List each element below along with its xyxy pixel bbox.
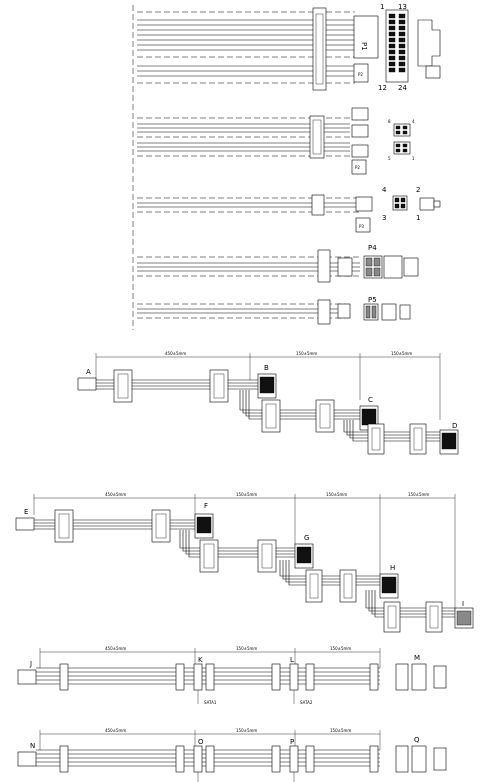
cpu-pinout-diagram: 8 4 5 1	[388, 119, 415, 161]
connector-k	[193, 663, 203, 691]
aux-cable-bundle: P3 4 2 3 1	[137, 186, 441, 233]
dim-e-3: 150±5mm	[326, 492, 347, 497]
dim-j-2: 150±5mm	[236, 646, 257, 651]
dim-n-3: 150±5mm	[330, 728, 351, 733]
label-h: H	[390, 564, 395, 572]
cpu-pin-1: 1	[412, 156, 415, 161]
label-o: O	[198, 738, 204, 746]
pin-label-1: 1	[380, 3, 384, 11]
main-24pin-plug	[353, 15, 379, 59]
label-f: F	[204, 502, 208, 510]
connector-o	[193, 745, 203, 773]
label-l: L	[290, 656, 294, 664]
label-m: M	[414, 654, 420, 662]
dim-e-2: 150±5mm	[236, 492, 257, 497]
connector-e	[15, 517, 35, 531]
dim-e-1: 450±5mm	[105, 492, 126, 497]
label-a: A	[86, 368, 91, 376]
harness-e: 450±5mm 150±5mm 150±5mm 150±5mm E F G	[15, 492, 474, 633]
sata-plug-front-n	[395, 745, 409, 773]
harness-a: 450±5mm 150±5mm 150±5mm A B C	[77, 351, 459, 455]
aux-pin-3: 3	[382, 214, 386, 222]
main-plug-label: P1	[360, 42, 368, 51]
dim-e-4: 150±5mm	[408, 492, 429, 497]
dim-a-3: 150±5mm	[391, 351, 412, 356]
cpu-pin-5: 5	[388, 156, 391, 161]
dim-n-2: 150±5mm	[236, 728, 257, 733]
connector-l	[289, 663, 299, 691]
pin-label-13: 13	[398, 3, 407, 11]
side-view-outline	[417, 19, 441, 67]
cpu-plug-label: P2	[355, 165, 360, 170]
label-b: B	[264, 364, 269, 372]
label-p: P	[290, 738, 294, 746]
sub-plug-label: P2	[358, 72, 363, 77]
note-sata1: SATA1	[204, 700, 217, 705]
connector-n	[17, 751, 37, 767]
cpu-pin-8: 8	[388, 119, 391, 124]
label-j: J	[29, 660, 32, 668]
connector-m	[411, 663, 427, 691]
note-sata2: SATA2	[300, 700, 313, 705]
label-e: E	[24, 508, 28, 516]
p4-cable-bundle: P4	[137, 244, 419, 283]
dim-j-1: 450±5mm	[105, 646, 126, 651]
dim-n-1: 450±5mm	[105, 728, 126, 733]
label-k: K	[198, 656, 203, 664]
main-cable-bundle: P1 P2	[137, 7, 379, 91]
label-n: N	[30, 742, 35, 750]
main-pinout-diagram: 1 13 12 24	[378, 3, 441, 92]
pin-label-24: 24	[398, 84, 407, 92]
harness-j: 450±5mm 150±5mm 150±5mm J K L SATA1 SATA…	[17, 646, 447, 705]
connector-j	[17, 669, 37, 685]
label-d: D	[452, 422, 457, 430]
connector-p	[289, 745, 299, 773]
aux-pin-4: 4	[382, 186, 387, 194]
sata-plug-front	[395, 663, 409, 691]
cpu-cable-bundle: P2	[137, 107, 369, 175]
aux-pin-1: 1	[416, 214, 420, 222]
pin-grid	[388, 13, 406, 73]
p5-label: P5	[368, 296, 377, 304]
connector-a	[77, 377, 97, 391]
label-c: C	[368, 396, 373, 404]
pin-label-12: 12	[378, 84, 387, 92]
label-g: G	[304, 534, 309, 542]
aux-plug-label: P3	[359, 224, 364, 229]
top-harness-section: P1 P2 1 13 12 24	[132, 3, 441, 330]
cpu-pin-4: 4	[412, 119, 415, 124]
p5-cable-bundle: P5	[137, 296, 411, 325]
connector-q	[411, 745, 427, 773]
aux-pin-2: 2	[416, 186, 420, 194]
label-i: I	[462, 600, 464, 608]
dim-a-2: 150±5mm	[296, 351, 317, 356]
p4-label: P4	[368, 244, 377, 252]
dim-a-1: 450±5mm	[165, 351, 186, 356]
dim-j-3: 150±5mm	[330, 646, 351, 651]
harness-n: 450±5mm 150±5mm 150±5mm N O P Q	[17, 728, 447, 782]
label-q: Q	[414, 736, 420, 744]
